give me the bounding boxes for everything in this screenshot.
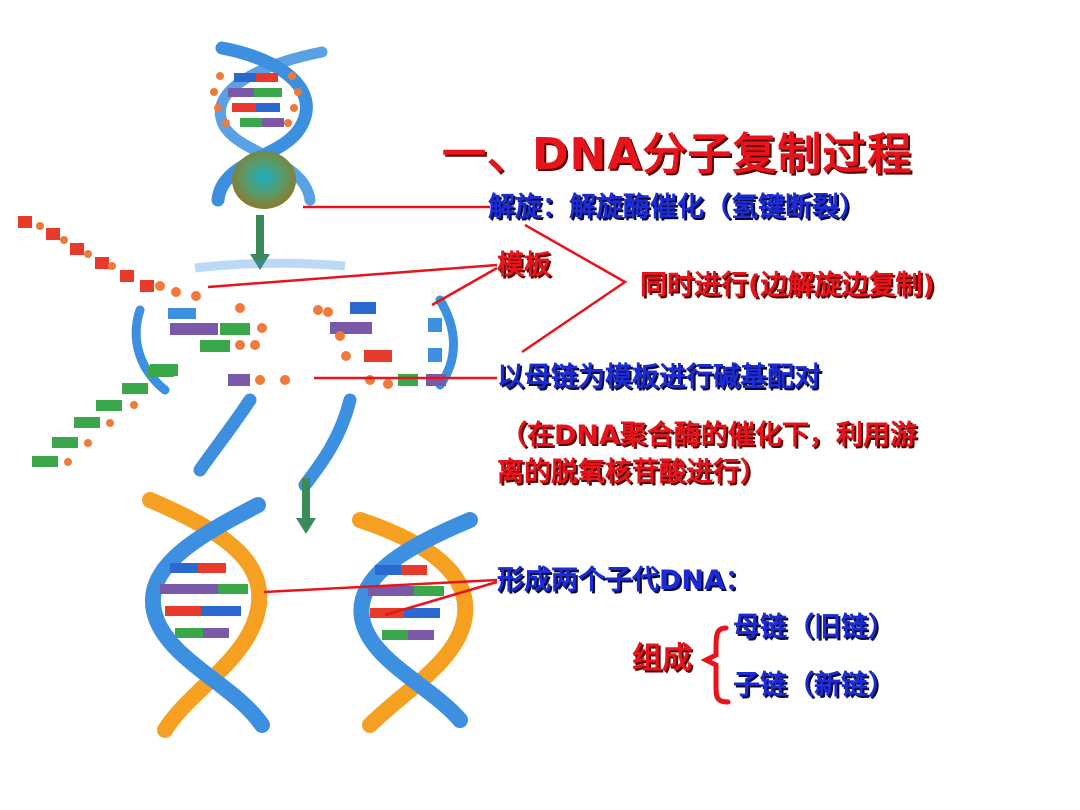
daughter-dna-left <box>142 492 270 738</box>
replication-fork <box>18 216 458 492</box>
daughter-dna-label: 形成两个子代DNA： <box>497 565 752 596</box>
helicase-enzyme <box>232 151 296 209</box>
unwinding-label: 解旋：解旋酶催化（氢键断裂） <box>488 192 866 223</box>
simultaneous-label: 同时进行(边解旋边复制) <box>640 270 935 301</box>
polymerase-note-line1: （在DNA聚合酶的催化下，利用游 <box>500 420 917 451</box>
daughter-dna-right <box>352 512 478 733</box>
process-arrow-down <box>250 215 270 270</box>
parent-base-pairs <box>228 73 284 127</box>
template-label: 模板 <box>497 250 551 281</box>
connector-lines <box>207 205 731 705</box>
composition-label: 组成 <box>632 641 692 676</box>
process-arrow-down <box>296 478 316 534</box>
mother-strand-label: 母链（旧链） <box>733 612 895 643</box>
page-title: 一、DNA分子复制过程 <box>442 129 913 180</box>
daughter-strand-label: 子链（新链） <box>733 670 895 701</box>
base-pairing-label: 以母链为模板进行碱基配对 <box>497 362 821 393</box>
polymerase-note-line2: 离的脱氧核苷酸进行） <box>497 457 767 488</box>
